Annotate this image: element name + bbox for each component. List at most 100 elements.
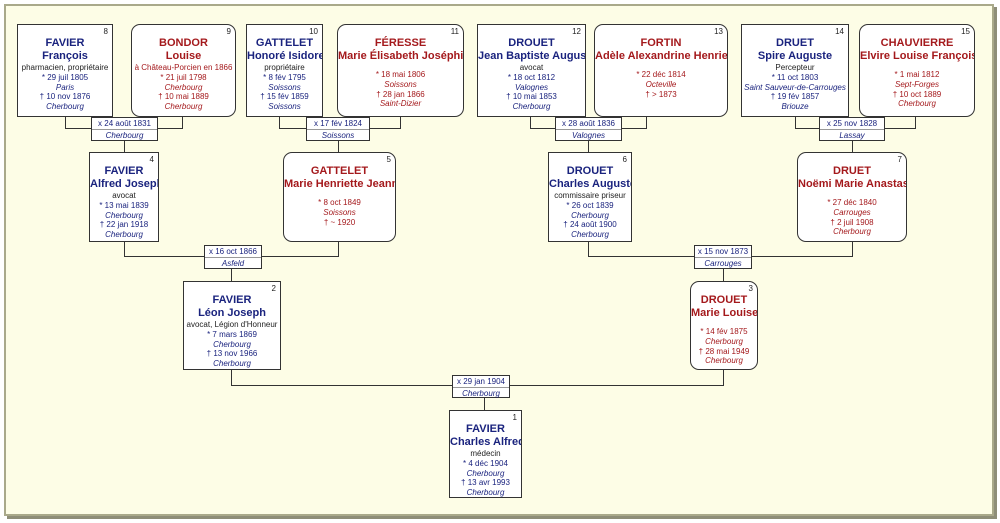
connector-line xyxy=(124,242,125,257)
person-box-5[interactable]: 5 GATTELET Marie Henriette Jeanne * 8 oc… xyxy=(283,152,396,242)
person-box-10[interactable]: 10 GATTELET Honoré Isidore propriétaire … xyxy=(246,24,323,117)
given-names: Alfred Joseph xyxy=(90,178,159,191)
sosa-number: 13 xyxy=(714,27,723,36)
death-place: Cherbourg xyxy=(213,358,251,368)
surname: GATTELET xyxy=(310,165,369,177)
birth-place: Cherbourg xyxy=(466,468,505,478)
connector-line xyxy=(723,268,724,281)
birth-date: * 13 mai 1839 xyxy=(99,200,149,210)
person-box-13[interactable]: 13 FORTIN Adèle Alexandrine Henriette * … xyxy=(594,24,728,117)
given-names: Léon Joseph xyxy=(198,307,266,320)
residence-note: à Château-Porcien en 1866 xyxy=(134,63,233,73)
birth-date: * 4 déc 1904 xyxy=(463,458,508,468)
person-box-6[interactable]: 6 DROUET Charles Auguste commissaire pri… xyxy=(548,152,632,242)
birth-place: Cherbourg xyxy=(705,336,743,346)
connector-line xyxy=(65,117,66,129)
marriage-box: x 17 fév 1824 Soissons xyxy=(306,117,370,141)
death-date: † 13 avr 1993 xyxy=(461,478,510,488)
occupation: avocat, Légion d'Honneur xyxy=(186,320,278,330)
surname: CHAUVIERRE xyxy=(880,37,954,49)
sosa-number: 14 xyxy=(835,27,844,36)
death-date: † 19 fév 1857 xyxy=(770,92,820,102)
birth-date: * 26 oct 1839 xyxy=(566,200,614,210)
connector-line xyxy=(400,117,401,129)
death-date: † 28 mai 1949 xyxy=(698,346,750,356)
death-date: † 10 mai 1853 xyxy=(506,92,557,102)
surname: FÉRESSE xyxy=(374,37,427,49)
person-box-12[interactable]: 12 DROUET Jean Baptiste Auguste avocat *… xyxy=(477,24,586,117)
occupation: Percepteur xyxy=(775,63,815,73)
person-box-14[interactable]: 14 DRUET Spire Auguste Percepteur * 11 o… xyxy=(741,24,849,117)
birth-date: * 8 fév 1795 xyxy=(263,72,306,82)
person-box-2[interactable]: 2 FAVIER Léon Joseph avocat, Légion d'Ho… xyxy=(183,281,281,370)
given-names: Charles Alfred xyxy=(450,436,522,449)
given-names: Louise xyxy=(165,50,202,63)
marriage-place: Soissons xyxy=(307,129,369,141)
sosa-number: 5 xyxy=(386,155,391,164)
marriage-box: x 15 nov 1873 Carrouges xyxy=(694,245,752,269)
given-names: Marie Élisabeth Joséphine xyxy=(338,50,464,63)
birth-date: * 27 déc 1840 xyxy=(827,198,877,208)
occupation: propriétaire xyxy=(264,63,305,73)
given-names: Jean Baptiste Auguste xyxy=(478,50,586,63)
marriage-box: x 16 oct 1866 Asfeld xyxy=(204,245,262,269)
person-box-7[interactable]: 7 DRUET Noëmi Marie Anastasie * 27 déc 1… xyxy=(797,152,907,242)
sosa-number: 8 xyxy=(103,27,108,36)
connector-line xyxy=(231,268,232,281)
surname: FAVIER xyxy=(466,423,505,435)
marriage-place: Cherbourg xyxy=(92,129,157,141)
person-box-11[interactable]: 11 FÉRESSE Marie Élisabeth Joséphine * 1… xyxy=(337,24,464,117)
person-box-4[interactable]: 4 FAVIER Alfred Joseph avocat * 13 mai 1… xyxy=(89,152,159,242)
given-names: Elvire Louise Françoise xyxy=(860,50,975,63)
death-place: Cherbourg xyxy=(105,229,143,239)
surname: FAVIER xyxy=(104,165,144,177)
connector-line xyxy=(795,117,796,129)
sosa-number: 1 xyxy=(512,413,517,422)
given-names: Spire Auguste xyxy=(757,50,833,63)
surname: BONDOR xyxy=(159,37,208,49)
marriage-place: Asfeld xyxy=(205,257,261,269)
birth-date: * 1 mai 1812 xyxy=(894,70,940,80)
person-box-8[interactable]: 8 FAVIER François pharmacien, propriétai… xyxy=(17,24,113,117)
person-box-3[interactable]: 3 DROUET Marie Louise * 14 fév 1875 Cher… xyxy=(690,281,758,370)
surname: FORTIN xyxy=(640,37,682,49)
connector-line xyxy=(646,117,647,129)
birth-place: Soissons xyxy=(268,82,301,92)
occupation: pharmacien, propriétaire xyxy=(21,63,109,73)
given-names: Noëmi Marie Anastasie xyxy=(798,178,907,191)
birth-date: * 21 juil 1798 xyxy=(160,72,207,82)
given-names: Marie Henriette Jeanne xyxy=(284,178,396,191)
connector-line xyxy=(588,140,589,152)
birth-date: * 8 oct 1849 xyxy=(318,198,361,208)
birth-place: Cherbourg xyxy=(105,210,143,220)
death-place: Cherbourg xyxy=(833,227,871,237)
person-box-9[interactable]: 9 BONDOR Louise à Château-Porcien en 186… xyxy=(131,24,236,117)
connector-line xyxy=(852,242,853,257)
marriage-place: Carrouges xyxy=(695,257,751,269)
birth-date: * 22 déc 1814 xyxy=(636,70,686,80)
person-box-15[interactable]: 15 CHAUVIERRE Elvire Louise Françoise * … xyxy=(859,24,975,117)
occupation: commissaire priseur xyxy=(554,191,626,201)
death-place: Cherbourg xyxy=(898,99,936,109)
marriage-date: x 16 oct 1866 xyxy=(208,247,258,256)
death-date: † 10 mai 1889 xyxy=(158,92,209,102)
person-box-1[interactable]: 1 FAVIER Charles Alfred médecin * 4 déc … xyxy=(449,410,522,498)
sosa-number: 4 xyxy=(149,155,154,164)
occupation: avocat xyxy=(112,191,136,201)
sosa-number: 7 xyxy=(897,155,902,164)
sosa-number: 15 xyxy=(961,27,970,36)
surname: DRUET xyxy=(833,165,871,177)
given-names: Honoré Isidore xyxy=(247,50,323,63)
marriage-place: Valognes xyxy=(556,129,621,141)
connector-line xyxy=(915,117,916,129)
death-place: Saint-Dizier xyxy=(379,99,422,109)
death-date: † 2 juil 1908 xyxy=(830,217,874,227)
marriage-date: x 17 fév 1824 xyxy=(313,119,363,128)
sosa-number: 2 xyxy=(271,284,276,293)
connector-line xyxy=(852,140,853,152)
death-date: † 13 nov 1966 xyxy=(206,349,258,359)
birth-place: Soissons xyxy=(384,79,417,89)
marriage-date: x 28 août 1836 xyxy=(562,119,615,128)
birth-date: * 7 mars 1869 xyxy=(207,329,257,339)
sosa-number: 9 xyxy=(226,27,231,36)
